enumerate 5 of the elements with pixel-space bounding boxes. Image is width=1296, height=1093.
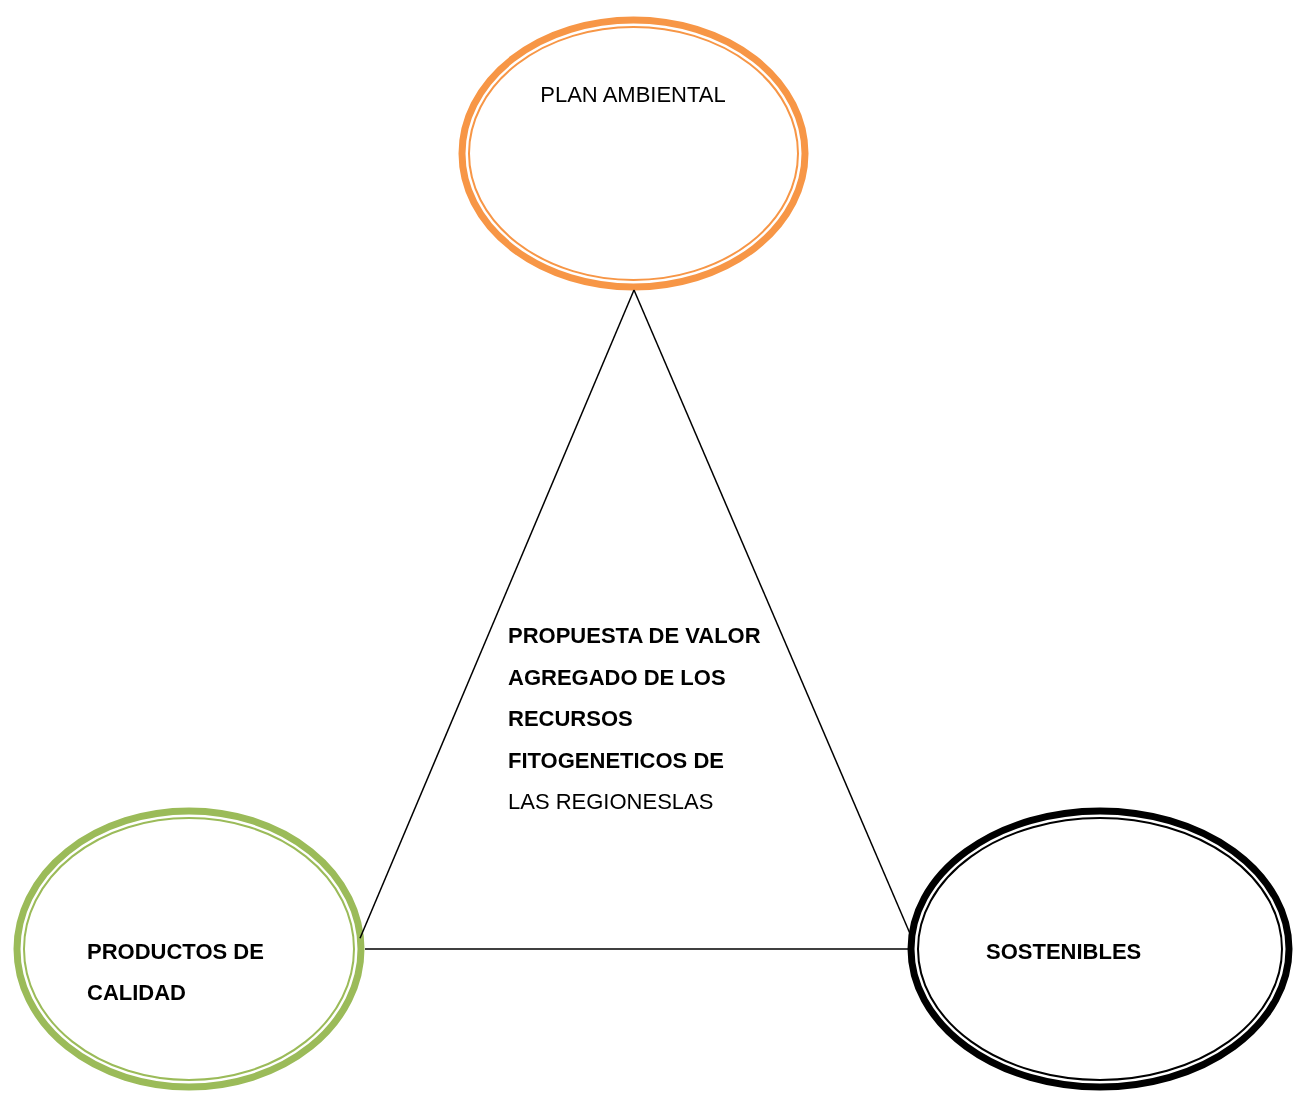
node-label: PLAN AMBIENTAL	[539, 81, 727, 109]
node-label: PRODUCTOS DE CALIDAD	[87, 938, 265, 1007]
node-label: SOSTENIBLES	[986, 938, 1143, 966]
center-text: PROPUESTA DE VALOR AGREGADO DE LOS RECURSOS FITOGENETICOS DE LAS REGIONESLAS	[508, 622, 762, 816]
connector-line	[359, 289, 635, 939]
